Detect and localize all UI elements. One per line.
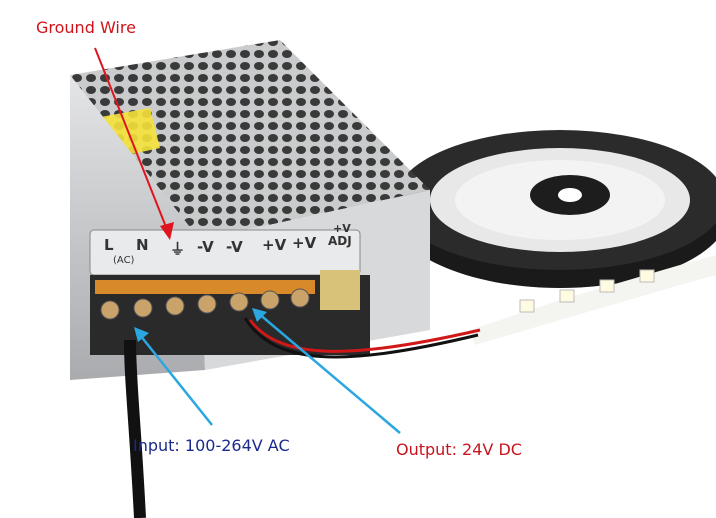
- led-strip: [470, 255, 716, 345]
- adj-label-top: +V: [333, 222, 351, 235]
- output-wire-black: [243, 317, 479, 359]
- input-arrow: [134, 327, 213, 426]
- terminal-label-ac: (AC): [113, 255, 135, 266]
- adj-label-bottom: ADJ: [328, 234, 352, 248]
- input-cable: [124, 339, 146, 518]
- ground-arrow: [94, 47, 174, 240]
- output-label: Output: 24V DC: [396, 440, 522, 459]
- terminal-label-l: L: [104, 236, 114, 254]
- terminal-label-v-plus: +V: [292, 234, 317, 252]
- led-strip-reel: [390, 130, 716, 288]
- terminal-label-n: N: [136, 236, 149, 254]
- ground-wire-label: Ground Wire: [36, 18, 136, 37]
- terminal-label-v-minus: -V: [226, 238, 243, 256]
- input-label: Input: 100-264V AC: [133, 436, 290, 455]
- output-arrow: [252, 308, 401, 434]
- power-supply: [70, 40, 430, 380]
- terminal-label-v-plus: +V: [262, 236, 287, 254]
- ground-symbol-icon: ⏚: [170, 240, 186, 258]
- terminal-label-v-minus: -V: [197, 238, 214, 256]
- output-wire-red: [248, 319, 481, 353]
